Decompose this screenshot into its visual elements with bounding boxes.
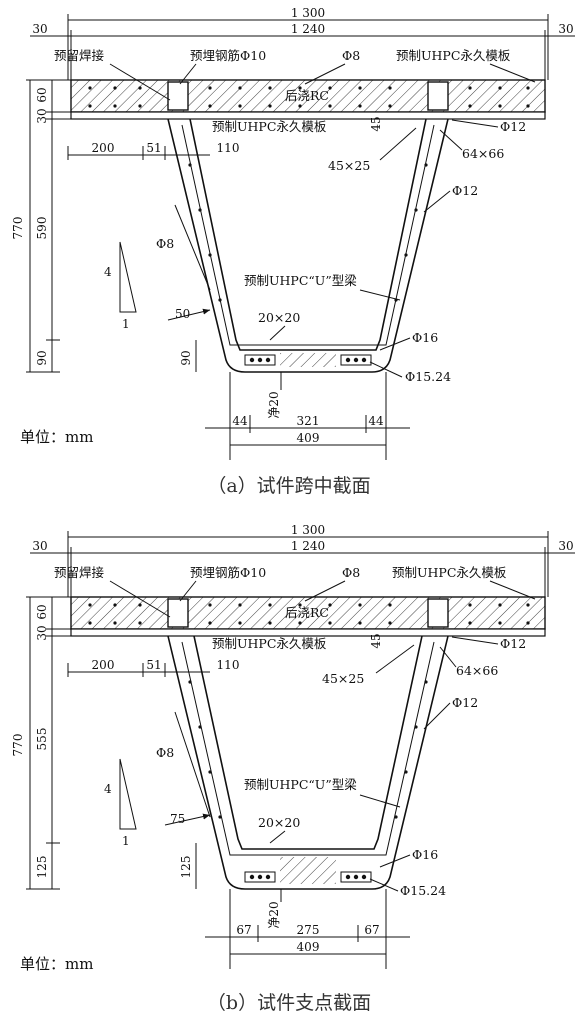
dim-web-height: 590 — [35, 217, 49, 240]
svg-text:4: 4 — [104, 265, 112, 279]
dim-web-height: 555 — [35, 728, 49, 751]
dim-inner: 1 240 — [291, 539, 325, 553]
cast-rc-slab — [70, 596, 546, 630]
svg-text:Φ8: Φ8 — [342, 565, 360, 580]
dim-right-edge: 30 — [558, 22, 573, 36]
dim-inner: 1 240 — [291, 22, 325, 36]
dim-overall: 1 300 — [291, 6, 325, 20]
dim-left-edge: 30 — [32, 539, 47, 553]
u-beam-outer — [167, 118, 449, 373]
label-perm-form-top: 预制UHPC永久模板 — [392, 565, 507, 580]
u-beam-outer — [167, 635, 449, 890]
label-perm-form-mid: 预制UHPC永久模板 — [212, 636, 327, 651]
dim-overall: 1 300 — [291, 523, 325, 537]
uhpc-form-top — [70, 111, 546, 120]
svg-text:64×66: 64×66 — [456, 663, 498, 678]
svg-text:Φ8: Φ8 — [156, 236, 174, 251]
svg-text:44: 44 — [232, 414, 248, 428]
svg-text:20×20: 20×20 — [258, 815, 300, 830]
label-perm-form-mid: 预制UHPC永久模板 — [212, 119, 327, 134]
svg-text:1: 1 — [122, 317, 130, 331]
svg-text:67: 67 — [364, 923, 379, 937]
label-weld: 预留焊接 — [54, 565, 105, 580]
label-embed-bar: 预埋钢筋Φ10 — [190, 565, 266, 580]
svg-text:321: 321 — [297, 414, 320, 428]
svg-text:110: 110 — [217, 658, 240, 672]
label-u-beam: 预制UHPC“U”型梁 — [244, 273, 357, 288]
svg-text:Φ12: Φ12 — [452, 695, 478, 710]
svg-text:110: 110 — [217, 141, 240, 155]
label-strand: Φ15.24 — [405, 369, 451, 384]
strands-a — [244, 354, 372, 366]
svg-text:50: 50 — [175, 307, 190, 321]
svg-text:275: 275 — [297, 923, 320, 937]
unit-label-b: 单位：mm — [20, 955, 93, 973]
label-perm-form-top: 预制UHPC永久模板 — [396, 48, 511, 63]
dim-right-edge: 30 — [558, 539, 573, 553]
section-drawing-a: 1 300 1 240 30 30 — [11, 6, 575, 497]
svg-text:Φ16: Φ16 — [412, 847, 438, 862]
svg-text:30: 30 — [35, 108, 49, 123]
dim-left-edge: 30 — [32, 22, 47, 36]
label-weld: 预留焊接 — [54, 48, 105, 63]
svg-text:44: 44 — [368, 414, 384, 428]
svg-text:51: 51 — [146, 658, 161, 672]
label-cast-rc: 后浇RC — [285, 605, 329, 620]
svg-text:Φ12: Φ12 — [452, 183, 478, 198]
svg-text:200: 200 — [92, 141, 115, 155]
svg-text:20×20: 20×20 — [258, 310, 300, 325]
svg-text:409: 409 — [297, 940, 320, 954]
svg-text:4: 4 — [104, 782, 112, 796]
label-embed-bar: 预埋钢筋Φ10 — [190, 48, 266, 63]
svg-text:90: 90 — [179, 350, 193, 365]
strands-b — [244, 871, 372, 883]
svg-text:51: 51 — [146, 141, 161, 155]
svg-text:60: 60 — [35, 604, 49, 619]
dim-total-height: 770 — [11, 217, 25, 240]
caption-a: （a）试件跨中截面 — [207, 475, 370, 497]
svg-text:净20: 净20 — [267, 901, 281, 928]
svg-text:净20: 净20 — [267, 391, 281, 418]
unit-label-a: 单位：mm — [20, 428, 93, 446]
label-strand: Φ15.24 — [400, 883, 446, 898]
svg-text:1: 1 — [122, 834, 130, 848]
svg-text:Φ12: Φ12 — [500, 636, 526, 651]
svg-text:45×25: 45×25 — [328, 158, 370, 173]
svg-text:45×25: 45×25 — [322, 671, 364, 686]
caption-b: （b）试件支点截面 — [207, 992, 371, 1014]
dim-bottom-height: 90 — [35, 350, 49, 365]
svg-text:Φ8: Φ8 — [156, 745, 174, 760]
svg-text:45: 45 — [369, 633, 383, 648]
svg-text:Φ8: Φ8 — [342, 48, 360, 63]
svg-text:125: 125 — [179, 856, 193, 879]
svg-text:75: 75 — [170, 812, 185, 826]
section-drawing-b: 1 300 1 240 30 30 — [11, 523, 575, 1014]
uhpc-form-top — [70, 628, 546, 637]
dim-bottom-height: 125 — [35, 856, 49, 879]
label-cast-rc: 后浇RC — [285, 88, 329, 103]
svg-text:Φ12: Φ12 — [500, 119, 526, 134]
svg-text:409: 409 — [297, 431, 320, 445]
svg-text:200: 200 — [92, 658, 115, 672]
svg-text:45: 45 — [369, 116, 383, 131]
svg-text:64×66: 64×66 — [462, 146, 504, 161]
label-u-beam: 预制UHPC“U”型梁 — [244, 777, 357, 792]
svg-text:60: 60 — [35, 87, 49, 102]
dim-total-height: 770 — [11, 734, 25, 757]
svg-text:Φ16: Φ16 — [412, 330, 438, 345]
svg-text:67: 67 — [236, 923, 251, 937]
svg-text:30: 30 — [35, 625, 49, 640]
